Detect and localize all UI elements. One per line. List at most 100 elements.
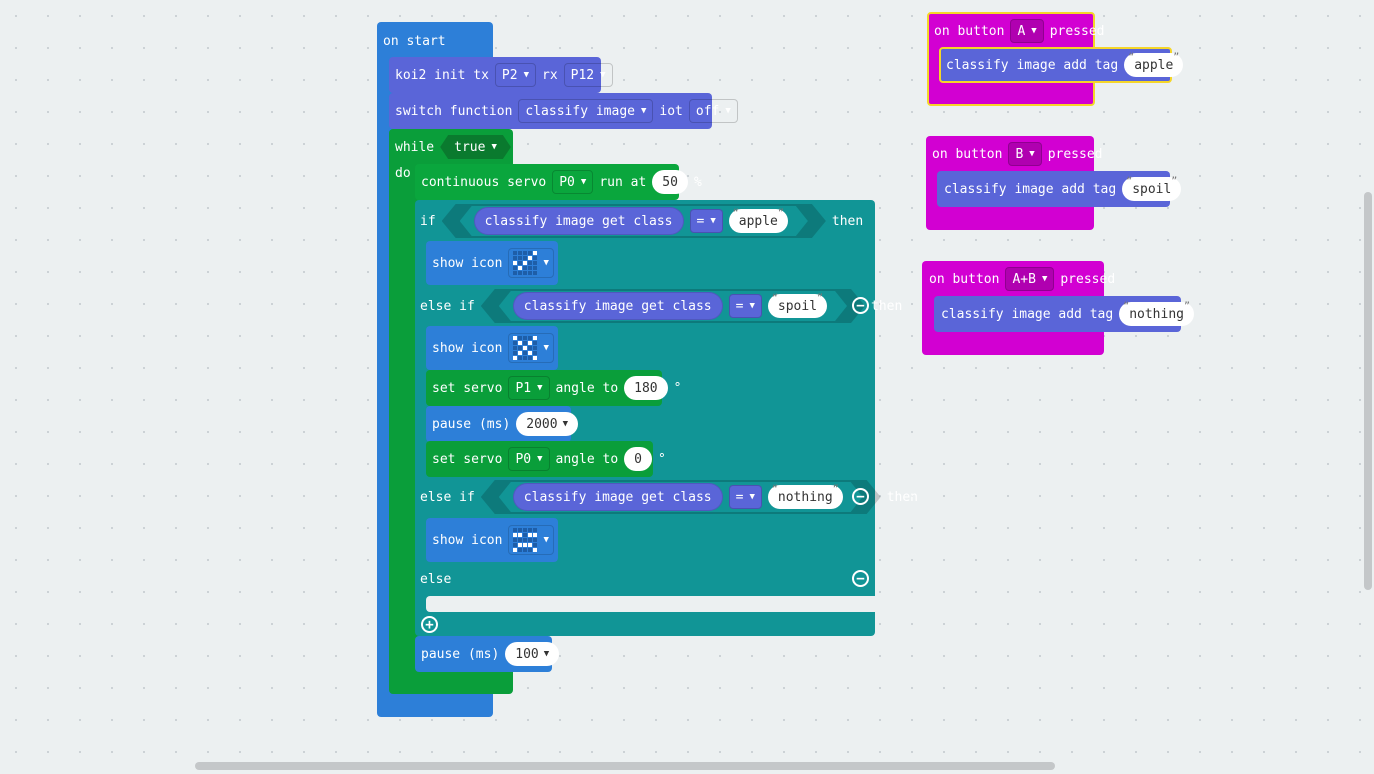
angle-input[interactable]: 0 — [624, 447, 652, 471]
while-label: while — [395, 139, 435, 155]
pause-duration-dropdown[interactable]: 100▼ — [505, 642, 560, 666]
led-pixel — [518, 256, 523, 260]
else-empty-slot — [426, 596, 875, 612]
compare-dropdown[interactable]: =▼ — [729, 485, 762, 509]
led-pixel — [523, 543, 528, 547]
pause-label: pause (ms) — [432, 416, 511, 432]
led-pixel — [533, 538, 538, 542]
led-pixel — [523, 256, 528, 260]
led-pixel — [513, 336, 518, 340]
led-pixel — [518, 271, 523, 275]
led-pixel — [528, 336, 533, 340]
get-class-reporter[interactable]: classify image get class — [474, 207, 684, 235]
compare-dropdown[interactable]: =▼ — [690, 209, 723, 233]
led-pixel — [528, 528, 533, 532]
led-pixel — [518, 538, 523, 542]
continuous-servo-block[interactable] — [415, 164, 679, 200]
led-pixel — [533, 266, 538, 270]
compare-value-apple[interactable]: apple — [729, 209, 788, 233]
do-label: do — [395, 165, 411, 181]
led-pixel — [528, 256, 533, 260]
led-pixel — [533, 528, 538, 532]
led-pixel — [533, 271, 538, 275]
switch-function-block[interactable] — [389, 93, 712, 129]
led-pixel — [523, 528, 528, 532]
else-if-label: else if — [420, 298, 475, 314]
then-label: then — [886, 489, 918, 505]
then-label: then — [871, 298, 903, 314]
servo-pin-dropdown[interactable]: P0▼ — [552, 170, 594, 194]
tx-pin-dropdown[interactable]: P2▼ — [494, 63, 536, 87]
remove-branch-icon[interactable]: − — [852, 297, 869, 314]
if-condition[interactable]: classify image get class =▼ apple — [442, 204, 826, 238]
on-button-label: on button — [929, 271, 1000, 287]
percent-label: % — [693, 174, 702, 190]
cross-icon — [513, 336, 538, 360]
led-pixel — [523, 533, 528, 537]
set-servo-block[interactable] — [426, 441, 653, 477]
get-class-reporter[interactable]: classify image get class — [513, 292, 723, 320]
led-pixel — [523, 351, 528, 355]
tag-input[interactable]: apple — [1124, 52, 1184, 77]
else-if-condition[interactable]: classify image get class =▼ nothing — [481, 480, 881, 514]
led-pixel — [518, 336, 523, 340]
horizontal-scrollbar[interactable] — [195, 762, 1055, 770]
led-pixel — [528, 346, 533, 350]
compare-value-spoil[interactable]: spoil — [768, 294, 827, 318]
led-pixel — [513, 548, 518, 552]
led-pixel — [533, 346, 538, 350]
on-button-label: on button — [934, 23, 1005, 39]
icon-picker-face[interactable]: ▼ — [508, 525, 554, 555]
button-dropdown[interactable]: A+B▼ — [1005, 267, 1055, 291]
compare-dropdown[interactable]: =▼ — [729, 294, 762, 318]
servo-pin-dropdown[interactable]: P0▼ — [508, 447, 550, 471]
on-button-label: on button — [932, 146, 1003, 162]
led-pixel — [513, 528, 518, 532]
led-pixel — [518, 251, 523, 255]
led-pixel — [523, 356, 528, 360]
led-pixel — [528, 538, 533, 542]
remove-branch-icon[interactable]: − — [852, 570, 869, 587]
led-pixel — [513, 266, 518, 270]
led-pixel — [528, 356, 533, 360]
get-class-reporter[interactable]: classify image get class — [513, 483, 723, 511]
on-start-label: on start — [383, 33, 446, 49]
led-pixel — [513, 341, 518, 345]
iot-dropdown[interactable]: off▼ — [688, 99, 738, 123]
show-icon-label: show icon — [432, 532, 503, 548]
led-pixel — [513, 356, 518, 360]
led-pixel — [533, 548, 538, 552]
rx-pin-dropdown[interactable]: P12▼ — [563, 63, 613, 87]
add-branch-icon[interactable]: + — [421, 616, 438, 633]
icon-picker-check[interactable]: ▼ — [508, 248, 554, 278]
pause-duration-dropdown[interactable]: 2000▼ — [516, 412, 579, 436]
set-servo-label: set servo — [432, 380, 503, 396]
vertical-scrollbar[interactable] — [1364, 192, 1372, 590]
led-pixel — [513, 261, 518, 265]
led-pixel — [528, 351, 533, 355]
tag-input[interactable]: spoil — [1122, 176, 1182, 201]
degree-label: ° — [657, 451, 666, 467]
check-icon — [513, 251, 538, 275]
while-condition-dropdown[interactable]: true▼ — [440, 135, 511, 159]
button-dropdown[interactable]: B▼ — [1008, 142, 1042, 166]
remove-branch-icon[interactable]: − — [852, 488, 869, 505]
led-pixel — [518, 341, 523, 345]
led-pixel — [513, 346, 518, 350]
else-if-condition[interactable]: classify image get class =▼ spoil — [481, 289, 865, 323]
switch-function-label: switch function — [395, 103, 513, 119]
led-pixel — [513, 543, 518, 547]
compare-value-nothing[interactable]: nothing — [768, 485, 843, 509]
tag-input[interactable]: nothing — [1119, 301, 1194, 326]
led-pixel — [528, 266, 533, 270]
speed-input[interactable]: 50 — [652, 170, 688, 194]
button-dropdown[interactable]: A▼ — [1010, 19, 1044, 43]
led-pixel — [533, 533, 538, 537]
set-servo-block[interactable] — [426, 370, 662, 406]
degree-label: ° — [673, 380, 682, 396]
servo-pin-dropdown[interactable]: P1▼ — [508, 376, 550, 400]
icon-picker-cross[interactable]: ▼ — [508, 333, 554, 363]
function-dropdown[interactable]: classify image▼ — [518, 99, 654, 123]
angle-input[interactable]: 180 — [624, 376, 668, 400]
led-pixel — [533, 351, 538, 355]
